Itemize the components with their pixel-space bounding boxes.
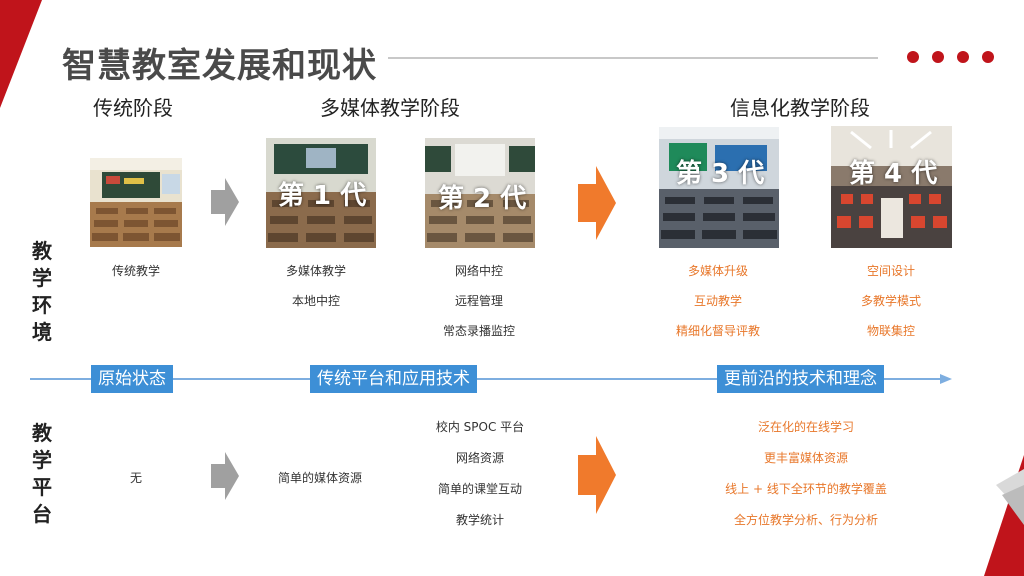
env-item: 本地中控 [291,294,340,308]
generation-label-3: 第 3 代 [676,159,765,189]
platform-item: 全方位教学分析、行为分析 [733,513,878,527]
env-item: 多媒体升级 [687,264,748,278]
platform-item: 无 [129,471,142,485]
generation-label-1: 第 1 代 [278,181,367,211]
side-label-platform: 教学平台 [32,421,52,526]
generation-label-2: 第 2 代 [438,184,527,214]
stage-traditional: 传统阶段 [93,96,173,120]
arrow-right-gray-icon [211,452,239,500]
generation-label-4: 第 4 代 [849,159,938,189]
title-divider [388,57,878,59]
header-dot [982,51,994,63]
header-dot [907,51,919,63]
platform-item: 教学统计 [455,513,504,527]
platform-item: 线上 + 线下全环节的教学覆盖 [725,482,887,496]
timeline-label-original: 原始状态 [91,365,173,393]
env-item: 多媒体教学 [285,264,346,278]
env-item: 精细化督导评教 [675,324,760,338]
platform-item: 简单的媒体资源 [277,471,362,485]
stage-information: 信息化教学阶段 [730,96,870,120]
platform-item: 更丰富媒体资源 [763,451,848,465]
classroom-photo-traditional [90,158,182,247]
corner-decoration-bottom-right [984,455,1024,576]
stage-multimedia: 多媒体教学阶段 [320,96,460,120]
page-title: 智慧教室发展和现状 [62,46,377,86]
timeline-label-traditional-platform: 传统平台和应用技术 [310,365,477,393]
env-item: 多教学模式 [860,294,921,308]
env-item: 常态录播监控 [442,324,515,338]
platform-item: 泛在化的在线学习 [757,420,854,434]
platform-item: 简单的课堂互动 [437,482,522,496]
env-item: 空间设计 [866,264,915,278]
env-item: 物联集控 [866,324,915,338]
side-label-environment: 教学环境 [32,239,52,344]
arrow-right-orange-icon [578,436,616,514]
corner-decoration-top-left [0,0,42,108]
env-item: 互动教学 [693,294,742,308]
classroom-photo-gen1 [266,138,376,248]
env-item: 传统教学 [111,264,160,278]
env-item: 网络中控 [454,264,503,278]
header-dot [957,51,969,63]
classroom-photo-gen3 [659,127,779,248]
header-dot [932,51,944,63]
arrow-right-orange-icon [578,166,616,240]
arrow-right-gray-icon [211,178,239,226]
timeline-label-frontier: 更前沿的技术和理念 [717,365,884,393]
platform-item: 校内 SPOC 平台 [435,420,525,434]
env-item: 远程管理 [454,294,503,308]
platform-item: 网络资源 [455,451,504,465]
classroom-photo-gen4 [831,126,952,248]
classroom-photo-gen2 [425,138,535,248]
